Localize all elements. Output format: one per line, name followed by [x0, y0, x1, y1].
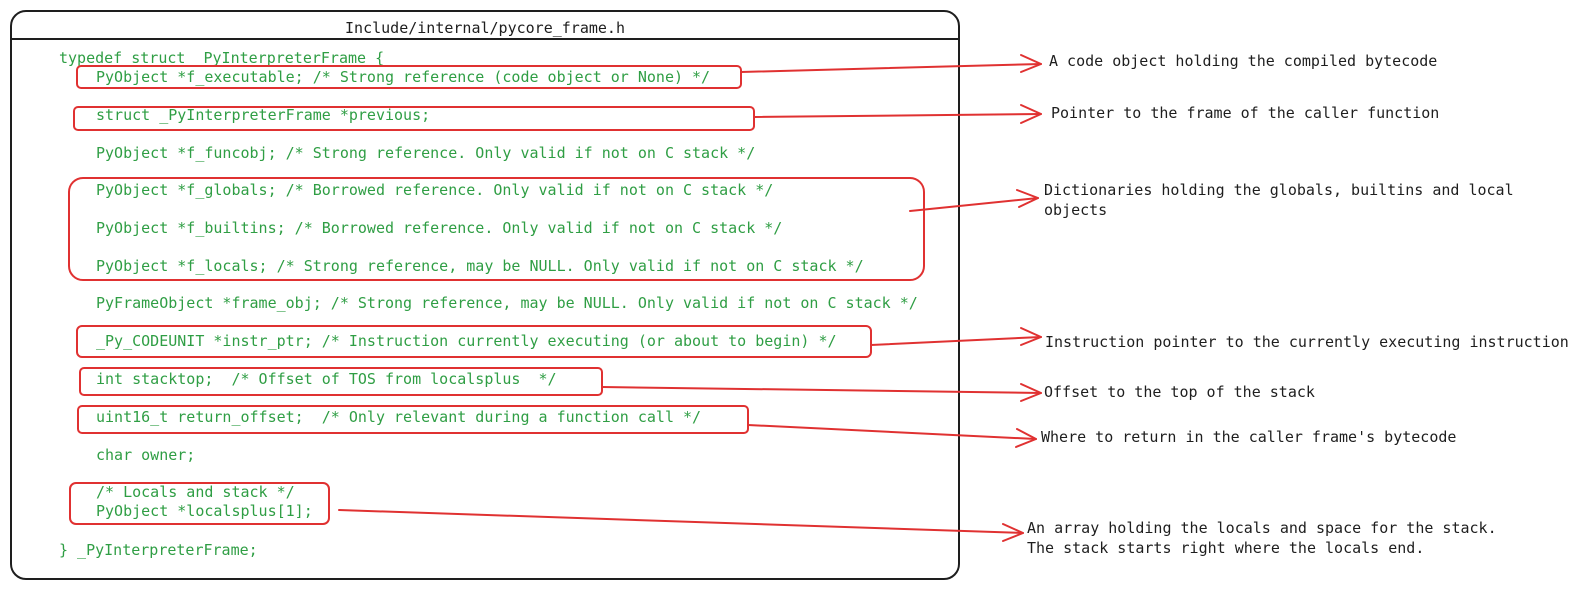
code-locals-comment: /* Locals and stack */	[96, 483, 295, 501]
annotation-instr-ptr: Instruction pointer to the currently exe…	[1045, 333, 1569, 351]
annotation-stacktop: Offset to the top of the stack	[1044, 383, 1315, 401]
annotation-previous: Pointer to the frame of the caller funct…	[1051, 104, 1440, 122]
annotation-localsplus: An array holding the locals and space fo…	[1027, 519, 1497, 557]
code-instr-ptr: _Py_CODEUNIT *instr_ptr; /* Instruction …	[96, 332, 837, 350]
code-f-locals: PyObject *f_locals; /* Strong reference,…	[96, 257, 864, 275]
code-f-globals: PyObject *f_globals; /* Borrowed referen…	[96, 181, 774, 199]
code-frame: Include/internal/pycore_frame.h	[10, 10, 960, 580]
annotation-dicts: Dictionaries holding the globals, builti…	[1044, 181, 1514, 219]
code-f-builtins: PyObject *f_builtins; /* Borrowed refere…	[96, 219, 783, 237]
code-stacktop: int stacktop; /* Offset of TOS from loca…	[96, 370, 557, 388]
code-frame-obj: PyFrameObject *frame_obj; /* Strong refe…	[96, 294, 918, 312]
code-struct-open: typedef struct _PyInterpreterFrame {	[59, 49, 385, 67]
code-f-executable: PyObject *f_executable; /* Strong refere…	[96, 68, 711, 86]
code-localsplus: PyObject *localsplus[1];	[96, 502, 313, 520]
frame-title-bar: Include/internal/pycore_frame.h	[12, 12, 958, 40]
code-f-funcobj: PyObject *f_funcobj; /* Strong reference…	[96, 144, 756, 162]
code-struct-close: } _PyInterpreterFrame;	[59, 541, 258, 559]
annotation-executable: A code object holding the compiled bytec…	[1049, 52, 1438, 70]
code-return-offset: uint16_t return_offset; /* Only relevant…	[96, 408, 702, 426]
annotation-return-offset: Where to return in the caller frame's by…	[1041, 428, 1457, 446]
code-previous: struct _PyInterpreterFrame *previous;	[96, 106, 431, 124]
frame-title: Include/internal/pycore_frame.h	[345, 19, 625, 37]
code-owner: char owner;	[96, 446, 196, 464]
